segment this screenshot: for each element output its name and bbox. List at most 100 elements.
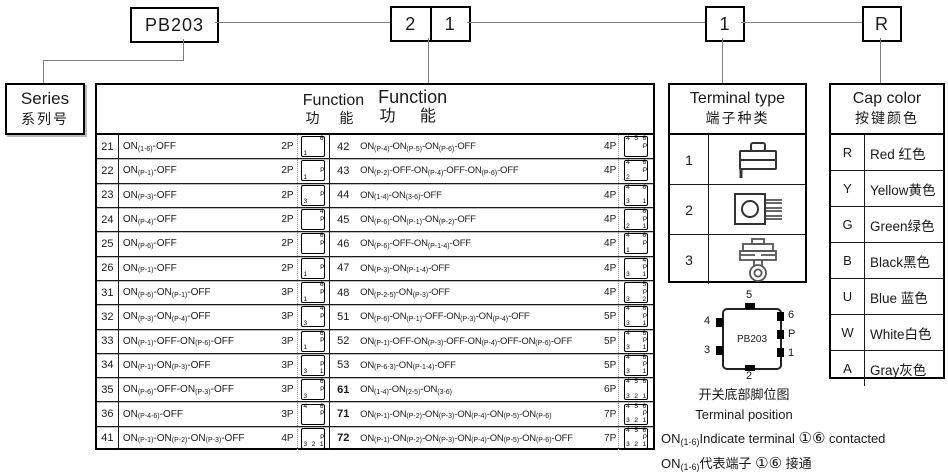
function-label: ON(P-6)-ON(P-1)-ON(P-2)-OFF	[360, 214, 476, 226]
terminal-type-row: 2	[670, 185, 805, 235]
function-code-number: 42	[337, 140, 350, 153]
cap-color-row: W White白色	[831, 315, 943, 351]
function-label: ON(P-2-5)-ON(P-3)-OFF	[360, 287, 450, 299]
terminal-code-box: 1	[705, 6, 745, 42]
terminal-position-diagram: PB203 5 2 4 3 6 P 1	[698, 289, 802, 382]
function-code-number: 53	[337, 359, 350, 372]
model-code-box: PB203	[130, 7, 219, 43]
poles-label: 2P	[281, 189, 294, 201]
pin-label-6: 6	[788, 309, 795, 321]
cap-color-title-zh: 按键颜色	[855, 110, 919, 126]
function-code-number: 36	[97, 402, 119, 426]
function-label: ON(P-6-3)-ON(P-1-4)-OFF	[360, 359, 456, 372]
function-header-zh-1: 功 能	[305, 110, 362, 127]
function-code-number: 71	[337, 408, 350, 421]
pin-stub	[745, 365, 755, 371]
terminal-type-number: 2	[670, 185, 709, 234]
pcb-terminal-side-icon	[709, 135, 805, 184]
connector-line	[215, 22, 390, 23]
function-code-number: 34	[97, 353, 119, 378]
function-label: ON(P-1)-OFF-ON(P-6)-OFF	[122, 335, 234, 348]
terminal-type-title-en: Terminal type	[689, 90, 786, 107]
poles-label: 3P	[281, 384, 294, 396]
function-label: ON(P-4)-OFF	[122, 214, 177, 226]
cap-color-label: Gray灰色	[870, 362, 927, 378]
function-label: ON(P-6)-OFF-ON(P-1-4)-OFF	[360, 238, 471, 250]
function-label: ON(P-4-6)-OFF	[122, 408, 183, 421]
connector-line	[722, 38, 723, 83]
function-label: ON(P-1)-ON(P-2)-ON(P-3)-ON(P-4)-ON(P-5)-…	[360, 432, 573, 445]
poles-label: 4P	[604, 262, 617, 274]
cap-color-code: B	[831, 243, 865, 278]
pin-stub	[777, 312, 784, 321]
function-code-number: 43	[337, 164, 350, 177]
poles-label: 4P	[604, 165, 617, 177]
poles-label: 7P	[604, 432, 617, 444]
cap-color-label: Red 红色	[870, 146, 926, 162]
function-label: ON(P-6)-ON(P-1)-OFF	[122, 287, 211, 299]
pin-label-3: 3	[704, 344, 711, 356]
function-label: ON(P-1)-OFF	[122, 165, 177, 177]
connector-line	[741, 22, 862, 23]
cap-color-label: White白色	[870, 326, 932, 342]
function-label: ON(P-3)-ON(P-4)-OFF	[122, 311, 211, 323]
function-label: ON(P-1)-OFF	[122, 262, 177, 275]
cap-color-label: Yellow黄色	[870, 182, 936, 198]
cap-color-code: W	[831, 315, 865, 350]
function-code-number: 45	[337, 213, 350, 226]
cap-color-code: A	[831, 351, 865, 386]
function-code-number: 31	[97, 280, 119, 305]
function-label: ON(P-1)-ON(P-3)-OFF	[122, 359, 211, 372]
function-label: ON(P-4)-ON(P-5)-ON(P-6)-OFF	[360, 141, 476, 153]
terminal-type-header: Terminal type 端子种类	[670, 85, 805, 135]
poles-label: 4P	[604, 141, 617, 153]
diagram-caption-en: Terminal position	[695, 407, 793, 422]
terminal-type-number: 3	[670, 235, 709, 284]
poles-label: 4P	[604, 238, 617, 250]
function-label: ON(P-3)-ON(P-1-4)-OFF	[360, 262, 450, 275]
cap-code-letter: R	[875, 13, 889, 34]
cap-color-code: U	[831, 279, 865, 314]
function-code-number: 47	[337, 262, 350, 275]
model-code-label: PB203	[144, 14, 205, 35]
series-panel: Series 系列号	[5, 83, 85, 135]
terminal-type-panel: Terminal type 端子种类 1 2 3	[668, 83, 807, 284]
cap-color-label: Green绿色	[870, 218, 935, 234]
pin-stub	[777, 330, 784, 339]
pin-label-4: 4	[704, 315, 711, 327]
function-code-box: 2 1	[390, 6, 471, 42]
function-code-number: 33	[97, 329, 119, 353]
function-code-number: 52	[337, 335, 350, 348]
function-code-number: 23	[97, 183, 119, 207]
pin-stub	[777, 348, 784, 357]
terminal-note-en: ON(1-6)Indicate terminal ①⑥ contacted	[661, 430, 886, 447]
function-code-number: 46	[337, 237, 350, 250]
function-label: ON(1-4)-ON(3-6)-OFF	[360, 189, 442, 202]
terminal-type-row: 1	[670, 135, 805, 185]
